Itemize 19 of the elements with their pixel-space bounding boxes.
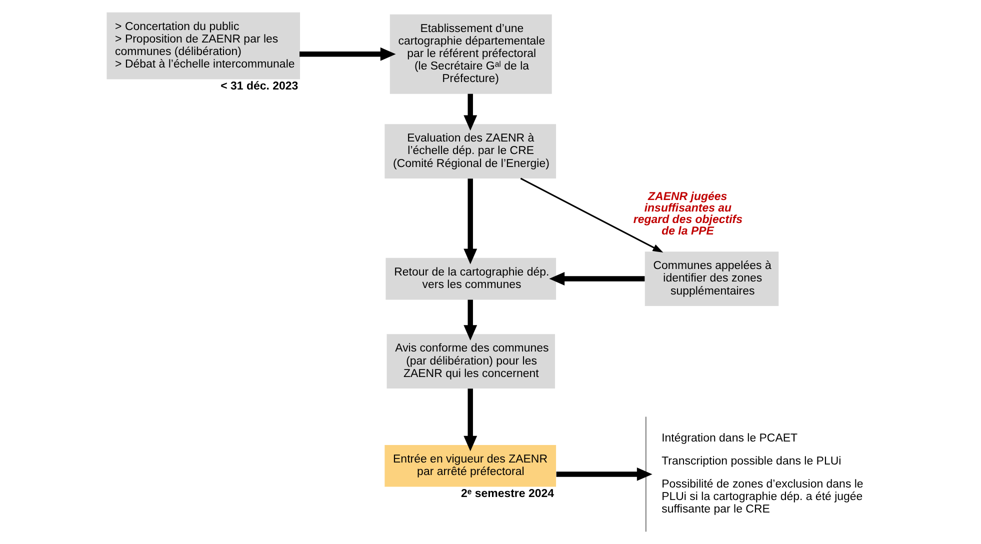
node-text: Intégration dans le PCAET Transcription possible dans le PLUi Possibilité de zones d’exclusion dans le PLUi si la cartographie dép. a été jugée suffisante par le CRE <box>661 432 863 516</box>
node-label: < 31 déc. 2023 <box>220 80 298 92</box>
arrow <box>299 47 396 61</box>
arrow <box>463 94 477 131</box>
arrow <box>463 178 477 264</box>
arrow <box>548 272 644 286</box>
node-box: Retour de la cartographie dép. vers les communes <box>385 258 556 300</box>
node-box: > Concertation du public > Proposition de ZAENR par les communes (délibération) > Débat à l’échelle intercommunale <box>106 12 300 80</box>
node-box: Communes appelées à identifier des zones supplémentaires <box>644 252 778 306</box>
arrow <box>556 467 652 481</box>
node-box: Etablissement d’une cartographie départementale par le référent préfectoral (le Secrétaire Gᵃˡ de la Préfecture) <box>389 14 552 94</box>
arrow <box>520 178 663 253</box>
node-box: Avis conforme des communes (par délibération) pour les ZAENR qui les concernent <box>386 334 554 389</box>
arrow <box>463 300 477 340</box>
node-label: 2ᵉ semestre 2024 <box>460 488 554 500</box>
node-box: Evaluation des ZAENR à l’échelle dép. par le CRE (Comité Régional de l’Energie) <box>384 124 556 178</box>
arrow <box>463 388 477 452</box>
node-box: Entrée en vigueur des ZAENR par arrêté préfectoral <box>384 444 556 487</box>
edge-label: ZAENR jugées insuffisantes au regard des objectifs de la PPE <box>632 191 742 238</box>
